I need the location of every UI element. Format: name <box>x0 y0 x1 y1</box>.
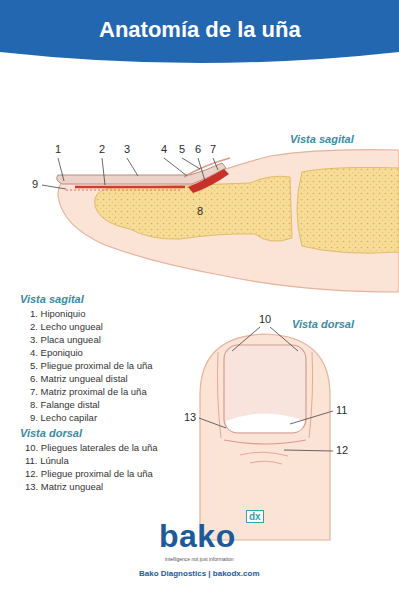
list-item: 8. Falange distal <box>30 399 100 410</box>
list-item: 1. Hiponiquio <box>30 308 85 319</box>
logo-text: bako <box>159 518 236 555</box>
list-item: 3. Placa ungueal <box>30 334 101 345</box>
callout-number: 2 <box>99 143 105 155</box>
list-item: 5. Pliegue proximal de la uña <box>30 360 153 371</box>
callout-number: 8 <box>197 205 203 217</box>
title-banner <box>0 0 399 63</box>
list-item: 9. Lecho capilar <box>30 412 97 423</box>
list-item: 10. Pliegues laterales de la uña <box>25 442 158 453</box>
callout-number: 6 <box>195 143 201 155</box>
callout-number: 12 <box>336 444 348 456</box>
dorsal-finger <box>200 334 330 540</box>
list-item: 7. Matriz proximal de la uña <box>30 386 147 397</box>
footer-text: Bako Diagnostics | bakodx.com <box>139 569 260 578</box>
callout-number: 7 <box>210 143 216 155</box>
callout-number: 1 <box>55 143 61 155</box>
view-label: Vista dorsal <box>292 318 354 330</box>
list-item: 6. Matriz ungueal distal <box>30 373 128 384</box>
callout-number: 13 <box>184 411 196 423</box>
callout-number: 4 <box>161 143 167 155</box>
page-title: Anatomía de la uña <box>99 17 301 43</box>
list-heading: Vista sagital <box>20 293 84 305</box>
callout-number: 11 <box>336 404 347 416</box>
list-item: 13. Matriz ungueal <box>25 481 103 492</box>
view-label: Vista sagital <box>290 133 354 145</box>
leader-lines <box>199 327 333 451</box>
callout-number: 3 <box>124 143 130 155</box>
list-item: 2. Lecho ungueal <box>30 321 103 332</box>
leader-lines <box>42 158 218 189</box>
logo-badge: dx <box>246 510 264 523</box>
list-heading: Vista dorsal <box>20 427 82 439</box>
list-item: 4. Eponiquio <box>30 347 83 358</box>
logo-tagline: intelligence not just information <box>165 556 234 562</box>
callout-number: 9 <box>32 178 38 190</box>
callout-number: 10 <box>259 313 271 325</box>
list-item: 12. Pliegue proximal de la uña <box>25 468 153 479</box>
callout-number: 5 <box>179 143 185 155</box>
list-item: 11. Lúnula <box>25 455 69 466</box>
sagittal-finger <box>57 150 399 292</box>
